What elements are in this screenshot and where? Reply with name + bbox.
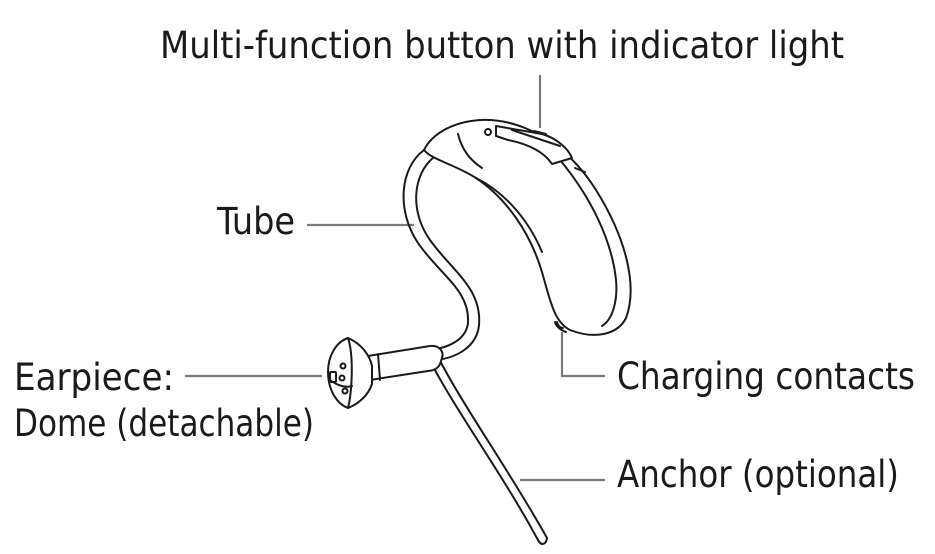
label-dome: Dome (detachable) bbox=[14, 402, 314, 445]
receiver bbox=[367, 344, 444, 381]
leader-lines bbox=[185, 75, 605, 482]
charging-contact-mark bbox=[556, 321, 564, 329]
leader-charging bbox=[560, 332, 605, 378]
dome-earpiece bbox=[327, 337, 373, 409]
tube bbox=[402, 149, 481, 361]
label-button: Multi-function button with indicator lig… bbox=[160, 24, 844, 67]
label-earpiece: Earpiece: bbox=[14, 356, 174, 399]
label-tube: Tube bbox=[216, 200, 295, 243]
label-charging: Charging contacts bbox=[617, 355, 915, 398]
multi-function-button bbox=[495, 125, 573, 165]
hearing-aid-body bbox=[423, 118, 632, 336]
label-anchor: Anchor (optional) bbox=[617, 453, 899, 496]
anchor-strand bbox=[427, 352, 548, 545]
